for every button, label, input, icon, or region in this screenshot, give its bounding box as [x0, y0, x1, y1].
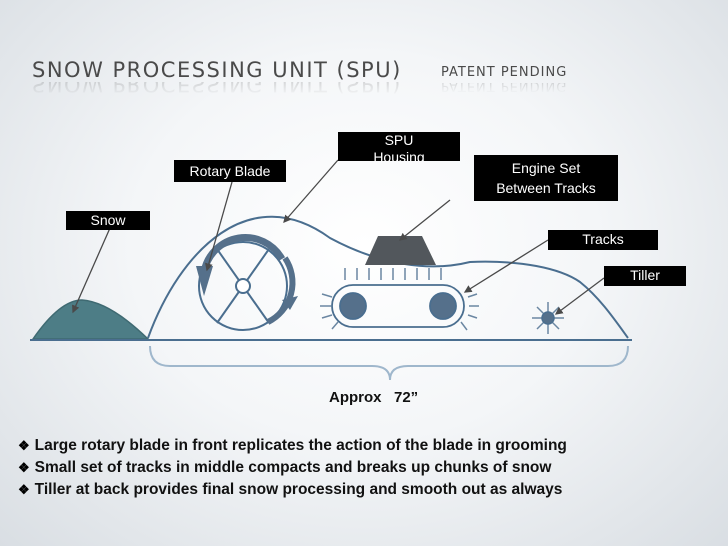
spu-body-outline [147, 215, 629, 339]
bullet-item: ❖Small set of tracks in middle compacts … [18, 459, 552, 476]
bullet-item: ❖Tiller at back provides final snow proc… [18, 481, 563, 498]
track-assembly [320, 268, 479, 331]
label-spu-housing: SPU Housing [338, 132, 460, 161]
rotary-blade-wheel [196, 234, 298, 331]
slide-title: Snow Processing Unit (SPU) [32, 58, 402, 82]
snow-pile [31, 299, 150, 340]
leader-lines [72, 159, 605, 315]
spu-housing [365, 236, 436, 265]
label-tiller: Tiller [604, 266, 686, 286]
bullet-item: ❖Large rotary blade in front replicates … [18, 437, 567, 454]
dimension-bracket [149, 345, 629, 381]
diamond-bullet-icon: ❖ [18, 438, 30, 453]
tiller [532, 302, 564, 334]
label-snow: Snow [66, 211, 150, 230]
bullet-list: ❖Large rotary blade in front replicates … [18, 435, 567, 501]
diamond-bullet-icon: ❖ [18, 482, 30, 497]
slide-subtitle: Patent Pending [441, 65, 568, 80]
label-rotary-blade: Rotary Blade [174, 160, 286, 182]
label-tracks: Tracks [548, 230, 658, 250]
diamond-bullet-icon: ❖ [18, 460, 30, 475]
label-engine-set: Engine Set Between Tracks [474, 155, 618, 201]
dimension-label: Approx 72” [329, 389, 419, 406]
